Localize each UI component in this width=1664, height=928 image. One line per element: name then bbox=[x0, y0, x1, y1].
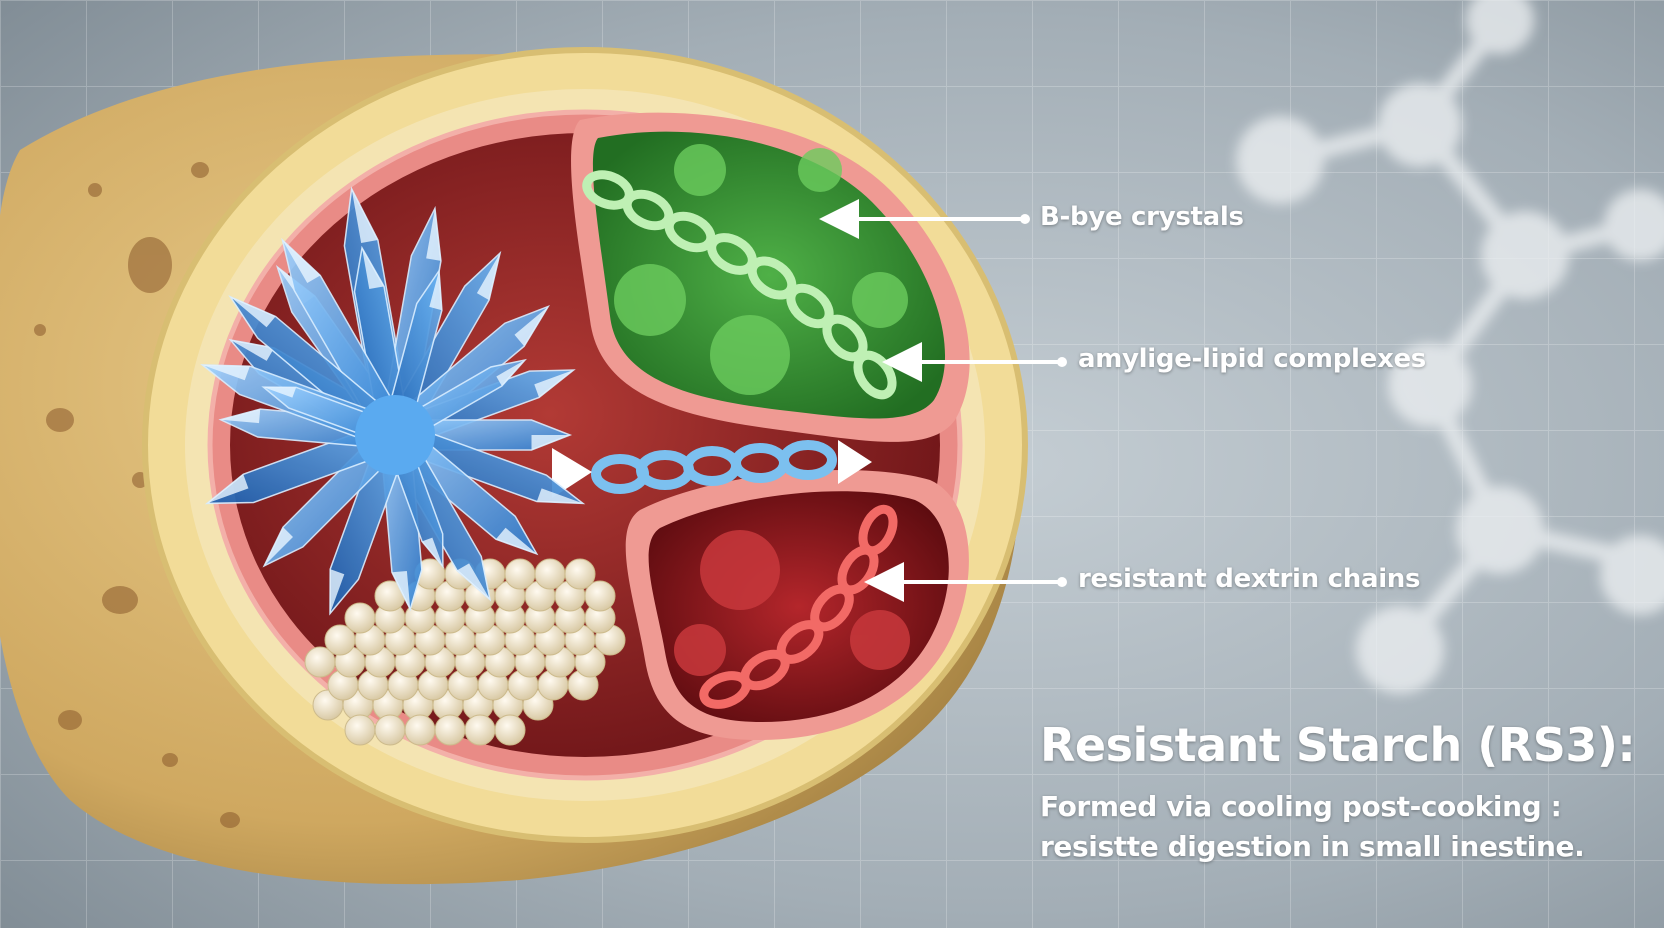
crystal-facet bbox=[230, 340, 275, 361]
crystal-facet bbox=[476, 253, 500, 301]
crystal-cluster bbox=[200, 186, 586, 616]
crystal-facet bbox=[220, 409, 261, 424]
callout-complexes: amylige-lipid complexes bbox=[1078, 344, 1426, 374]
arrow-right-icon bbox=[838, 440, 872, 484]
description-line-2: resistte digestion in small inestine. bbox=[1040, 830, 1585, 863]
molecule-background bbox=[1236, 0, 1664, 694]
crystal-facet bbox=[496, 360, 525, 387]
crystal-facet bbox=[207, 474, 249, 504]
crystal-core bbox=[355, 395, 435, 475]
starch-granule bbox=[564, 558, 596, 590]
crystal-facet bbox=[456, 563, 490, 600]
crystal-facet bbox=[263, 387, 297, 398]
crystal-facet bbox=[495, 527, 537, 554]
callout-arrows bbox=[819, 199, 1060, 602]
starch-granule bbox=[404, 714, 436, 746]
starch-granules bbox=[304, 558, 626, 746]
starch-granule bbox=[504, 558, 536, 590]
crystal-facet bbox=[282, 240, 321, 284]
callout-dots bbox=[1020, 214, 1067, 587]
starch-granule bbox=[534, 558, 566, 590]
crystal-facet bbox=[531, 435, 570, 450]
crystal-facet bbox=[422, 537, 443, 567]
crystal-facet bbox=[264, 527, 293, 566]
crystal-facet bbox=[536, 488, 583, 504]
arrow-right-icon bbox=[552, 448, 592, 498]
starch-granule bbox=[494, 714, 526, 746]
red-bubbles bbox=[674, 530, 910, 676]
blue-chain bbox=[591, 440, 837, 494]
crystal-facet bbox=[362, 247, 385, 290]
starch-granule bbox=[464, 714, 496, 746]
crystal-facet bbox=[391, 570, 411, 610]
starch-granule bbox=[344, 602, 376, 634]
crystal-facet bbox=[202, 364, 250, 381]
starch-granule bbox=[434, 714, 466, 746]
starch-granule bbox=[374, 714, 406, 746]
crystal-facet bbox=[534, 370, 574, 398]
crystal-facet bbox=[429, 270, 442, 311]
starch-granule bbox=[344, 714, 376, 746]
description-line-1: Formed via cooling post-cooking : bbox=[1040, 790, 1562, 823]
crystal-facet bbox=[330, 569, 345, 614]
crystal-facet bbox=[426, 208, 441, 261]
green-bubbles bbox=[614, 144, 908, 395]
crystal-facet bbox=[230, 296, 276, 328]
crystal-facet bbox=[351, 188, 378, 243]
crystal-facet bbox=[514, 306, 549, 347]
callout-crystals: B-bye crystals bbox=[1040, 202, 1244, 232]
potato-cross-section bbox=[0, 47, 1028, 885]
page-title: Resistant Starch (RS3): bbox=[1040, 718, 1636, 772]
starch-granule bbox=[584, 580, 616, 612]
callout-dextrin: resistant dextrin chains bbox=[1078, 564, 1421, 594]
